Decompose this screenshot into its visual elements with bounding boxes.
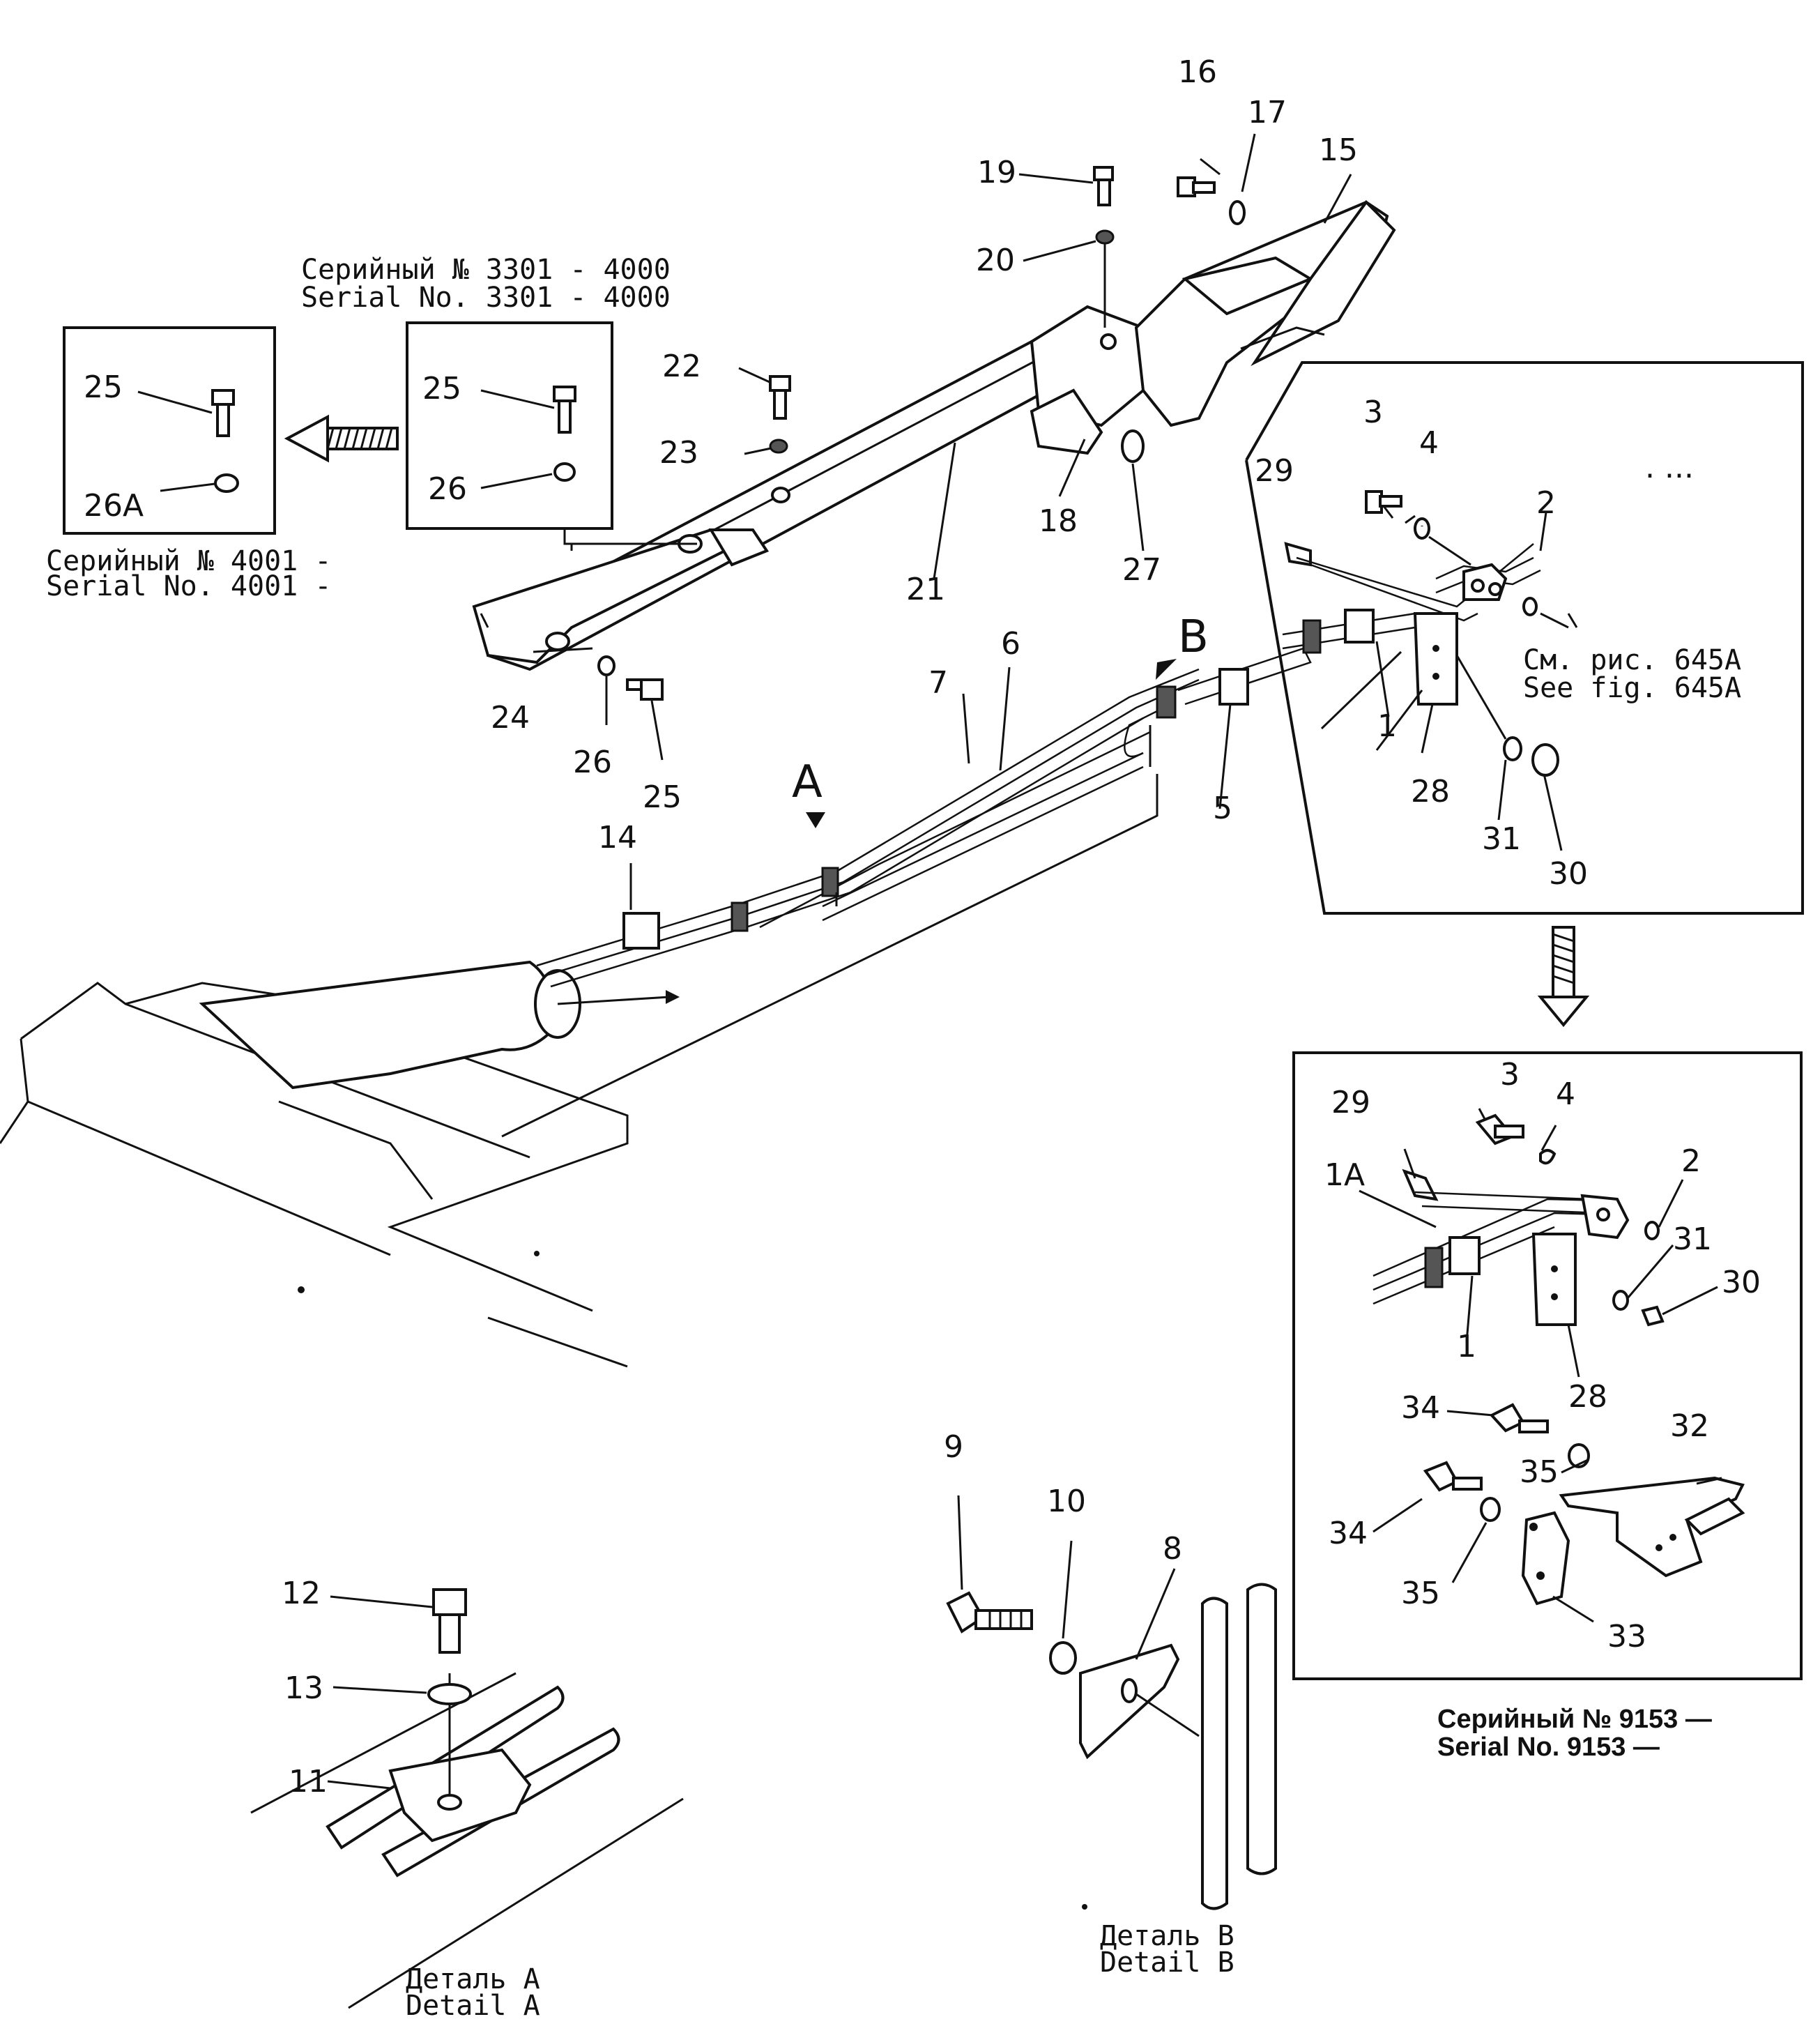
callout-14: 14 <box>598 820 637 855</box>
serial-9153-inset <box>1292 1051 1803 1680</box>
serial-note-1-en: Serial No. 3301 - 4000 <box>301 282 671 314</box>
callout-30-lower: 30 <box>1722 1265 1761 1300</box>
view-b-arrow <box>1156 659 1177 680</box>
callout-33: 33 <box>1607 1619 1646 1654</box>
callout-34-upper: 34 <box>1401 1390 1440 1426</box>
down-arrow <box>1537 926 1590 1028</box>
callout-4-lower: 4 <box>1556 1076 1575 1112</box>
svg-text:. ...: . ... <box>1645 450 1694 485</box>
serial-variant-insets <box>63 321 697 551</box>
callout-28: 28 <box>1411 774 1450 809</box>
callout-1-lower: 1 <box>1457 1329 1476 1364</box>
callout-9: 9 <box>944 1429 963 1465</box>
callout-25-inset-1: 25 <box>84 370 123 405</box>
callout-31-lower: 31 <box>1673 1221 1712 1257</box>
detail-b-title-ru: Деталь В <box>1100 1920 1234 1952</box>
callout-35-upper: 35 <box>1520 1454 1559 1490</box>
view-a-arrow <box>806 812 825 828</box>
callout-18: 18 <box>1039 503 1078 539</box>
figure-ref-ru: См. рис. 645А <box>1523 644 1741 676</box>
detail-b-title-en: Detail B <box>1100 1947 1234 1979</box>
detail-a-drawing <box>250 1588 684 2009</box>
bolt-19 <box>1093 166 1114 206</box>
callout-7: 7 <box>928 665 948 701</box>
detail-b-drawing <box>946 1495 1277 1910</box>
callout-3-lower: 3 <box>1500 1057 1520 1092</box>
callout-12: 12 <box>282 1576 321 1611</box>
callout-1a: 1A <box>1324 1157 1365 1193</box>
callout-29-lower: 29 <box>1331 1085 1370 1120</box>
callout-5: 5 <box>1213 791 1232 826</box>
callout-2: 2 <box>1536 485 1556 521</box>
callout-16: 16 <box>1178 54 1217 90</box>
view-b-label: B <box>1178 611 1209 663</box>
serial-note-3-en: Serial No. 9153 — <box>1437 1733 1660 1762</box>
callout-6: 6 <box>1001 626 1020 662</box>
detail-a-title-en: Detail A <box>406 1990 540 2022</box>
variant-arrow <box>284 414 399 463</box>
callout-35-lower: 35 <box>1401 1576 1440 1611</box>
callout-24: 24 <box>491 700 530 736</box>
callout-13: 13 <box>284 1670 323 1706</box>
callout-17: 17 <box>1248 95 1287 130</box>
bolt-25-lower <box>626 678 664 701</box>
view-markers: A B <box>792 611 1209 828</box>
part-number-callouts: 16 17 15 19 20 22 23 18 27 21 25 26A 25 … <box>84 54 1761 1799</box>
callout-26-inset-2: 26 <box>428 471 467 507</box>
serial-note-2-ru: Серийный № 4001 - <box>46 545 331 577</box>
figure-ref-en: See fig. 645A <box>1523 672 1741 704</box>
callout-26: 26 <box>573 745 612 780</box>
callout-15: 15 <box>1319 132 1358 168</box>
callout-25-inset-2: 25 <box>422 371 461 406</box>
callout-4: 4 <box>1419 425 1439 461</box>
callout-31: 31 <box>1482 821 1521 857</box>
callout-2-lower: 2 <box>1681 1143 1701 1179</box>
callout-22: 22 <box>662 349 701 384</box>
callout-28-lower: 28 <box>1568 1379 1607 1415</box>
detail-titles: Деталь А Detail A Деталь В Detail B <box>406 1920 1234 2022</box>
callout-3: 3 <box>1363 395 1383 430</box>
callout-10: 10 <box>1047 1484 1086 1519</box>
callout-8: 8 <box>1163 1531 1182 1567</box>
callout-11: 11 <box>289 1764 328 1799</box>
callout-26a: 26A <box>84 488 144 524</box>
callout-34-lower: 34 <box>1329 1516 1368 1551</box>
callout-20: 20 <box>976 243 1015 278</box>
view-a-label: A <box>792 756 823 808</box>
callout-1: 1 <box>1377 708 1397 744</box>
bolt-22 <box>769 375 791 420</box>
callout-23: 23 <box>659 435 698 471</box>
detail-a-title-ru: Деталь А <box>406 1963 540 1995</box>
front-connection-inset: . ... <box>1245 361 1804 915</box>
serial-note-2-en: Serial No. 4001 - <box>46 570 331 602</box>
callout-19: 19 <box>977 155 1016 190</box>
serial-labels: Серийный № 3301 - 4000 Serial No. 3301 -… <box>46 254 1741 1762</box>
serial-note-1-ru: Серийный № 3301 - 4000 <box>301 254 671 286</box>
main-assembly <box>0 133 1396 1368</box>
callout-30: 30 <box>1549 856 1588 892</box>
callout-21: 21 <box>906 572 945 607</box>
serial-note-3-ru: Серийный № 9153 — <box>1437 1705 1712 1734</box>
callout-32: 32 <box>1670 1408 1709 1444</box>
callout-25: 25 <box>643 779 682 815</box>
callout-27: 27 <box>1122 552 1161 588</box>
callout-29: 29 <box>1255 453 1294 489</box>
bolt-16 <box>1177 176 1216 197</box>
